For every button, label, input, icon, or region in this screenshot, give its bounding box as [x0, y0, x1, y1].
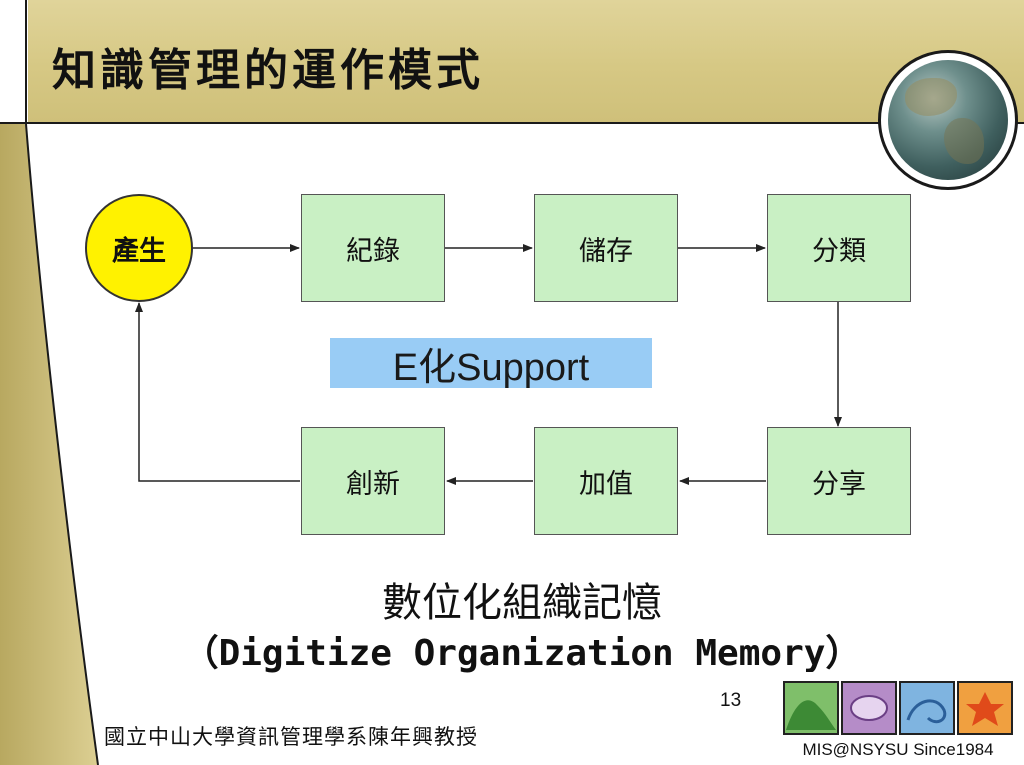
caption-english: （Digitize Organization Memory）: [182, 633, 862, 674]
arrow-innovate-to-generate: [135, 302, 300, 482]
e-support-label: E化Support: [330, 338, 652, 389]
footer-author: 國立中山大學資訊管理學系陳年興教授: [104, 725, 478, 749]
page-number: 13: [720, 690, 742, 711]
node-generate: 產生: [85, 194, 193, 302]
title-left-strip: [0, 0, 24, 124]
node-share: 分享: [767, 427, 911, 535]
node-store: 儲存: [534, 194, 678, 302]
page-title: 知識管理的運作模式: [52, 45, 484, 96]
title-divider: [0, 122, 1024, 124]
node-record: 紀錄: [301, 194, 445, 302]
globe-land-shape: [944, 118, 984, 164]
node-classify: 分類: [767, 194, 911, 302]
title-band: [28, 0, 1024, 122]
globe-land-shape: [905, 78, 957, 116]
node-add-value: 加值: [534, 427, 678, 535]
node-innovate: 創新: [301, 427, 445, 535]
logo-caption: MIS@NSYSU Since1984: [802, 740, 994, 759]
caption-chinese: 數位化組織記憶: [382, 580, 662, 626]
